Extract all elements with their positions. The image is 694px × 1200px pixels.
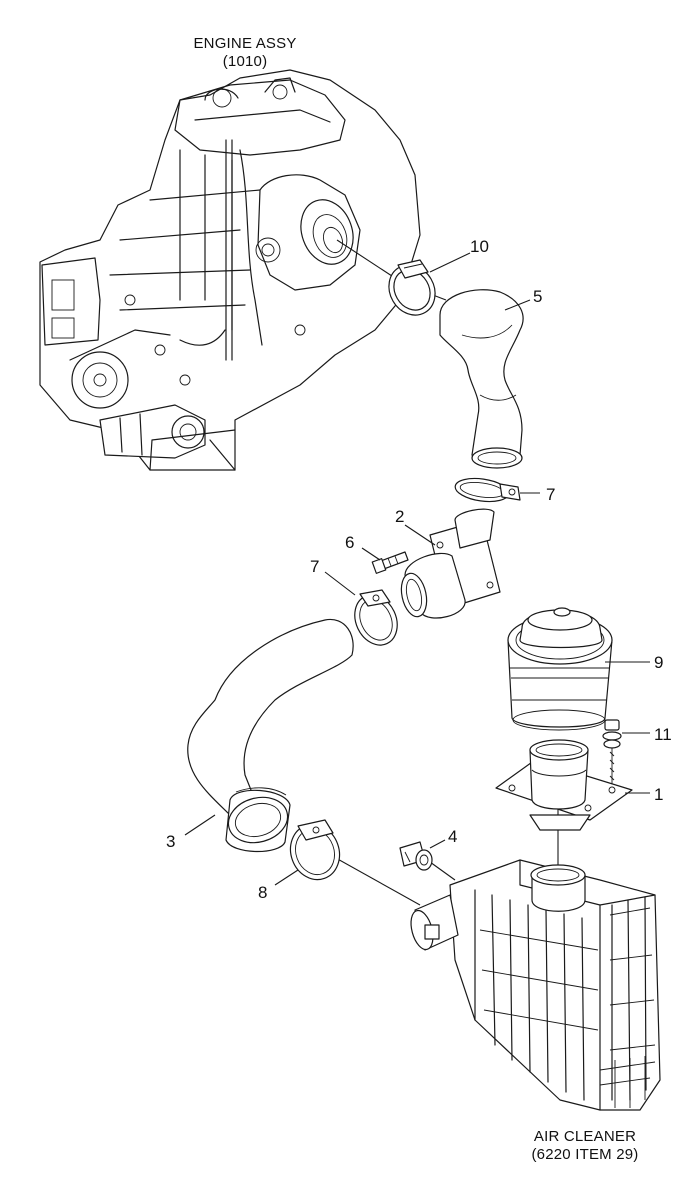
lower-hose-3 xyxy=(187,618,354,853)
engine-assy-title: ENGINE ASSY xyxy=(193,35,297,52)
air-cleaner-title: AIR CLEANER xyxy=(533,1128,637,1145)
hose-clamp-7-middle xyxy=(354,589,398,646)
callout-1: 1 xyxy=(654,785,663,804)
callout-2: 2 xyxy=(395,507,404,526)
engine-assembly xyxy=(39,69,421,471)
callout-8: 8 xyxy=(258,883,267,902)
elbow-flange-2 xyxy=(400,508,501,619)
callout-10: 10 xyxy=(470,237,489,256)
callout-5: 5 xyxy=(533,287,542,306)
callout-6: 6 xyxy=(345,533,354,552)
hose-clamp-7-upper xyxy=(454,477,521,503)
callout-3: 3 xyxy=(166,832,175,851)
callout-11: 11 xyxy=(654,725,672,744)
air-cleaner-reference: AIR CLEANER (6220 ITEM 29) xyxy=(510,1128,660,1164)
callout-7-upper: 7 xyxy=(546,485,555,504)
bolt-6 xyxy=(371,551,409,574)
callout-leaders xyxy=(184,252,650,886)
upper-hose-5 xyxy=(439,289,524,469)
turbo-clamp-10 xyxy=(388,259,436,316)
engine-assy-code: (1010) xyxy=(222,53,268,70)
callout-4: 4 xyxy=(448,827,457,846)
indicator-fitting-4 xyxy=(399,841,433,871)
precleaner-cap-9 xyxy=(507,607,613,731)
air-cleaner-code: (6220 ITEM 29) xyxy=(531,1146,639,1163)
hose-clamp-8 xyxy=(289,819,341,881)
callout-9: 9 xyxy=(654,653,663,672)
air-cleaner-housing xyxy=(410,859,661,1111)
callout-labels: 10 5 7 2 6 7 9 11 1 3 4 8 xyxy=(166,237,672,902)
callout-7-middle: 7 xyxy=(310,557,319,576)
adapter-flange-1 xyxy=(495,739,633,831)
screw-washer-11 xyxy=(602,719,622,784)
engine-assy-reference: ENGINE ASSY (1010) xyxy=(165,35,325,71)
